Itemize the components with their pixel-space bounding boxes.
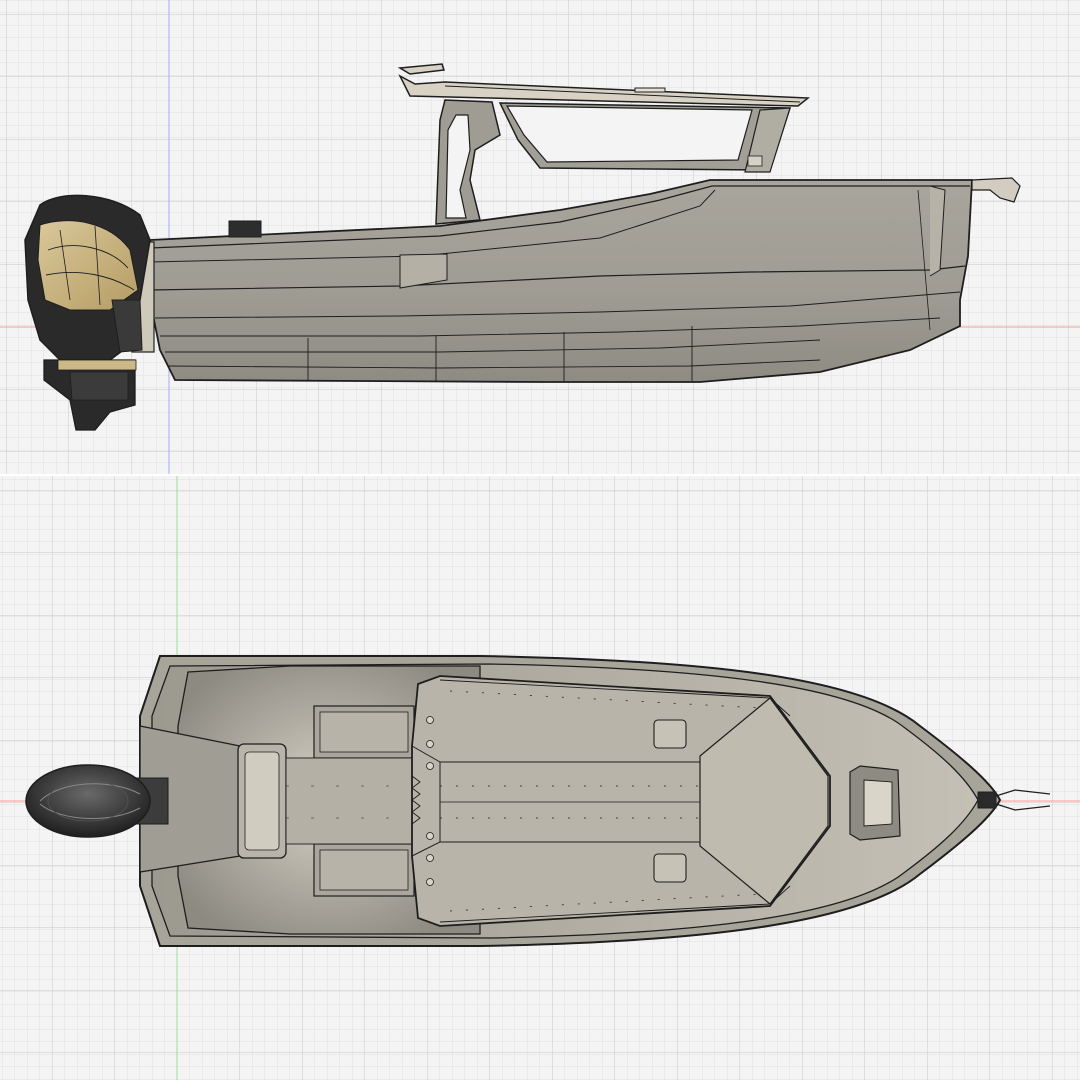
hatch-icon [653,719,687,749]
side-elevation-canvas [0,0,1080,474]
bow-roller-icon [971,177,1021,203]
side-elevation-viewport[interactable] [0,0,1080,474]
hardtop [397,63,811,107]
forward-hatch [849,765,901,841]
plan-view-canvas [0,476,1080,1080]
cabin-windows [435,99,792,225]
bow-roller-icon [977,789,1051,811]
view-divider [0,474,1080,476]
plan-view-viewport[interactable] [0,476,1080,1080]
outboard-engine-icon[interactable] [24,194,151,431]
hull-side [131,177,1021,383]
hatch-icon [653,853,687,883]
outboard-engine-icon[interactable] [25,764,169,838]
hardtop-roof [411,675,831,927]
